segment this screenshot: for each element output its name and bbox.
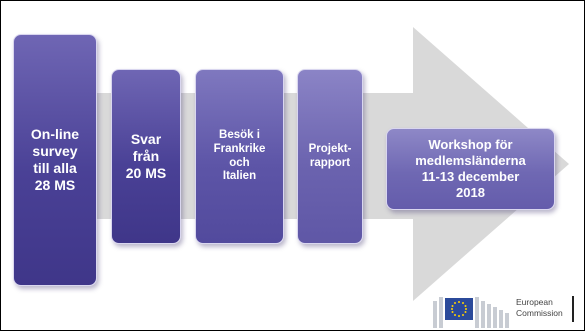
european-commission-text: European Commission bbox=[516, 297, 563, 318]
step-workshop: Workshop för medlemsländerna 11-13 decem… bbox=[386, 128, 555, 210]
step-online-survey-label: On-line survey till alla 28 MS bbox=[30, 126, 80, 193]
step-online-survey: On-line survey till alla 28 MS bbox=[13, 34, 97, 286]
step-svar-label: Svar från 20 MS bbox=[125, 131, 167, 181]
step-besok-frankrike-italien: Besök i Frankrike och Italien bbox=[195, 69, 284, 244]
step-besok-label: Besök i Frankrike och Italien bbox=[213, 128, 266, 183]
european-commission-logo: European Commission bbox=[433, 292, 583, 328]
logo-divider bbox=[572, 296, 574, 322]
step-workshop-label: Workshop för medlemsländerna 11-13 decem… bbox=[415, 136, 526, 201]
step-svar-fran-20-ms: Svar från 20 MS bbox=[111, 69, 181, 244]
step-projektrapport-label: Projekt- rapport bbox=[308, 142, 352, 169]
step-projektrapport: Projekt- rapport bbox=[297, 69, 363, 244]
eu-flag-icon bbox=[433, 297, 509, 328]
